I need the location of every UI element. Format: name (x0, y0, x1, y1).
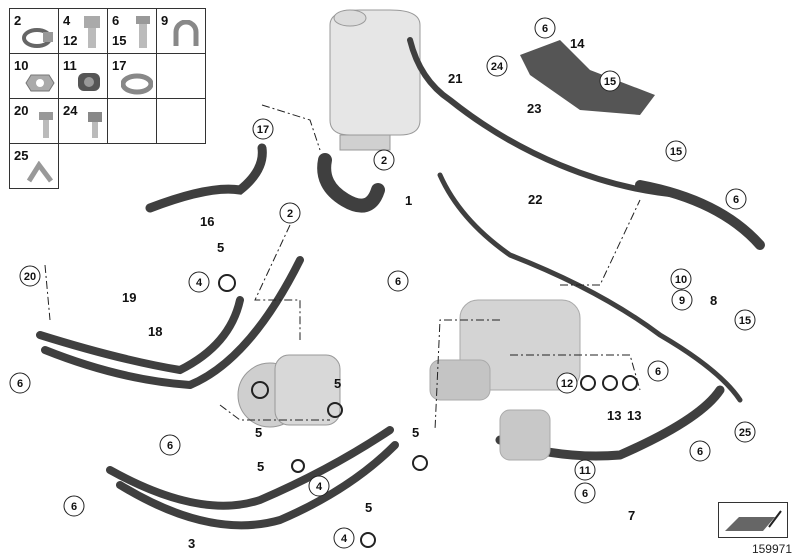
callout-3: 3 (188, 536, 195, 551)
reservoir-hose (317, 153, 385, 213)
callout-6: 6 (17, 378, 23, 390)
legend-cell: 2 (9, 8, 59, 54)
callout-15: 15 (670, 146, 682, 158)
callout-20: 20 (24, 271, 36, 283)
callout-5: 5 (257, 459, 264, 474)
callout-19: 19 (122, 290, 136, 305)
legend-cell: 9 (156, 8, 206, 54)
callout-10: 10 (675, 274, 687, 286)
legend-cell: 25 (9, 143, 59, 189)
hose-clamp-icon (22, 28, 53, 48)
return-pipe (437, 172, 743, 403)
callout-4: 4 (316, 481, 323, 493)
callout-24: 24 (491, 61, 504, 73)
circled-callouts (9, 17, 756, 549)
callout-4: 4 (341, 533, 348, 545)
pipe-clip-icon (173, 20, 199, 46)
callout-6: 6 (697, 446, 703, 458)
callout-5: 5 (412, 425, 419, 440)
feed-line-3b (116, 441, 399, 530)
callout-9: 9 (679, 295, 685, 307)
feed-line-3 (106, 426, 394, 510)
callout-23: 23 (527, 101, 541, 116)
callout-6: 6 (167, 440, 173, 452)
cooler-hose (635, 180, 765, 250)
callout-6: 6 (582, 488, 588, 500)
callout-17: 17 (257, 124, 269, 136)
legend-label: 11 (63, 58, 77, 73)
callout-21: 21 (448, 71, 462, 86)
clamp-band-icon (121, 73, 153, 95)
callout-6: 6 (71, 501, 77, 513)
callout-15: 15 (739, 315, 751, 327)
callout-22: 22 (528, 192, 542, 207)
screw-icon (39, 112, 53, 138)
callout-13: 13 (607, 408, 621, 423)
callout-4: 4 (196, 277, 203, 289)
power-steering-pump (237, 354, 341, 428)
hollow-bolt-icon (84, 16, 100, 48)
callout-6: 6 (655, 366, 661, 378)
rubber-mount-icon (78, 73, 100, 91)
callout-16: 16 (200, 214, 214, 229)
leader-lines (44, 104, 641, 431)
callout-5: 5 (365, 500, 372, 515)
legend-label: 4 (63, 13, 71, 28)
legend-cell-empty (156, 53, 206, 99)
return-line-21 (407, 37, 683, 198)
callout-13: 13 (627, 408, 641, 423)
legend-label: 12 (63, 33, 78, 48)
callout-labels: 1 3 5 5 5 5 5 5 7 8 13 13 14 16 18 19 21… (122, 36, 717, 551)
legend-label: 15 (112, 33, 127, 48)
legend-cell-empty (156, 98, 206, 144)
legend-label: 20 (14, 103, 29, 118)
legend-cell: 10 (9, 53, 59, 99)
hose-lines (36, 37, 765, 530)
legend-label: 24 (63, 103, 78, 118)
heat-shield-14 (520, 40, 655, 115)
callout-2: 2 (287, 208, 293, 220)
callout-5: 5 (334, 376, 341, 391)
document-number: 159971 (751, 542, 792, 556)
legend-label: 6 (112, 13, 120, 28)
oil-reservoir (329, 9, 421, 151)
circled-callout-labels: 2 2 4 4 4 6 6 6 6 6 6 6 6 6 9 10 11 12 1… (17, 23, 751, 545)
callout-12: 12 (561, 378, 573, 390)
legend-label: 17 (112, 58, 127, 73)
callout-6: 6 (395, 276, 401, 288)
callout-2: 2 (381, 155, 387, 167)
callout-6: 6 (733, 194, 739, 206)
legend-label: 25 (14, 148, 29, 163)
hex-bolt-icon (136, 16, 150, 48)
view-direction-icon (718, 502, 788, 538)
callout-5: 5 (255, 425, 262, 440)
callout-14: 14 (570, 36, 585, 51)
suction-hose-16 (145, 143, 267, 213)
callout-8: 8 (710, 293, 717, 308)
legend-label: 9 (161, 13, 169, 28)
pressure-hose-18-b (41, 256, 304, 390)
callout-7: 7 (628, 508, 635, 523)
callout-25: 25 (739, 427, 751, 439)
legend-cell: 11 (58, 53, 108, 99)
socket-screw-icon (88, 112, 102, 138)
legend-cell: 24 (58, 98, 108, 144)
callout-5: 5 (217, 240, 224, 255)
callout-15: 15 (604, 76, 616, 88)
callout-6: 6 (542, 23, 548, 35)
steering-gear (429, 299, 581, 461)
callout-11: 11 (579, 465, 591, 477)
pressure-hose-18-a (36, 296, 244, 375)
legend-label: 2 (14, 13, 22, 28)
callout-1: 1 (405, 193, 412, 208)
spring-clip-icon (26, 161, 53, 183)
o-rings (218, 274, 638, 548)
callout-18: 18 (148, 324, 162, 339)
legend-label: 10 (14, 58, 29, 73)
hex-nut-icon (25, 74, 55, 92)
